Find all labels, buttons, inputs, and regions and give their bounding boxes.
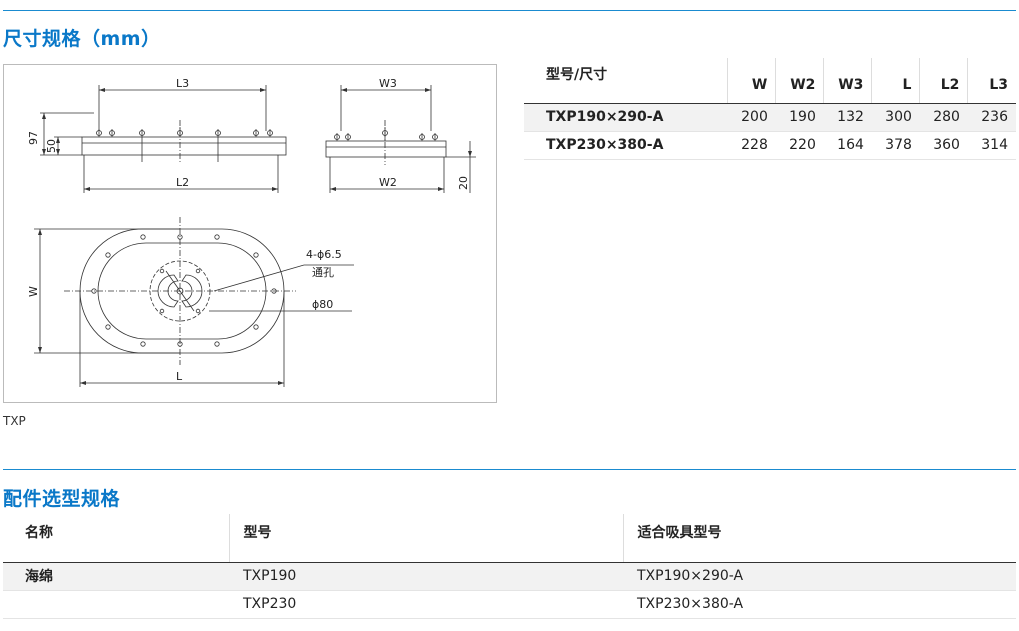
side-view-body — [325, 140, 447, 158]
spec-cell: 164 — [823, 131, 872, 160]
table-row: 海绵 TXP190 TXP190×290-A — [3, 562, 1016, 591]
spec-cell: 314 — [967, 131, 1016, 160]
acc-cell-name — [3, 590, 229, 619]
acc-cell-fit: TXP190×290-A — [623, 562, 1016, 591]
spec-header-model: 型号/尺寸 — [524, 58, 728, 104]
spec-header-L2: L2 — [919, 58, 968, 104]
spec-cell: 280 — [919, 103, 968, 132]
table-row: TXP230×380-A 228 220 164 378 360 314 — [524, 131, 1016, 160]
label-W3: W3 — [379, 77, 397, 90]
spec-cell: 132 — [823, 103, 872, 132]
label-20: 20 — [457, 176, 470, 190]
spec-header-W2: W2 — [775, 58, 824, 104]
spec-cell: 190 — [775, 103, 824, 132]
acc-cell-name: 海绵 — [3, 562, 229, 591]
acc-header-fit: 适合吸具型号 — [622, 514, 1016, 563]
accessory-table: 名称 型号 适合吸具型号 海绵 TXP190 TXP190×290-A TXP2… — [3, 514, 1016, 619]
spec-cell-model: TXP190×290-A — [524, 103, 728, 132]
acc-cell-model: TXP190 — [229, 562, 623, 591]
size-spec-title: 尺寸规格（mm） — [3, 28, 161, 50]
acc-cell-model: TXP230 — [229, 590, 623, 619]
acc-cell-fit: TXP230×380-A — [623, 590, 1016, 619]
spec-cell: 300 — [871, 103, 920, 132]
acc-header-name: 名称 — [3, 514, 229, 563]
label-hole: 4-ϕ6.5 — [306, 248, 342, 261]
spec-cell: 378 — [871, 131, 920, 160]
spec-cell-model: TXP230×380-A — [524, 131, 728, 160]
spec-header-L: L — [871, 58, 920, 104]
spec-cell: 200 — [727, 103, 776, 132]
spec-cell: 236 — [967, 103, 1016, 132]
accessory-header-row: 名称 型号 适合吸具型号 — [3, 514, 1016, 563]
table-row: TXP230 TXP230×380-A — [3, 590, 1016, 619]
accessory-divider — [3, 469, 1016, 470]
top-divider — [3, 10, 1016, 11]
label-L3: L3 — [176, 77, 189, 90]
acc-header-model: 型号 — [228, 514, 623, 563]
label-L2: L2 — [176, 176, 189, 189]
label-hole-note: 通孔 — [312, 266, 334, 279]
spec-cell: 220 — [775, 131, 824, 160]
spec-header-L3: L3 — [967, 58, 1016, 104]
label-50: 50 — [45, 139, 58, 153]
table-row: TXP190×290-A 200 190 132 300 280 236 — [524, 103, 1016, 132]
label-W: W — [27, 286, 40, 297]
spec-cell: 228 — [727, 131, 776, 160]
spec-header-row: 型号/尺寸 W W2 W3 L L2 L3 — [524, 58, 1016, 104]
label-L: L — [176, 370, 183, 383]
drawing-svg: L3 L2 W3 W2 97 50 20 W L 4-ϕ6.5 通孔 ϕ80 — [27, 77, 476, 387]
label-dia: ϕ80 — [312, 298, 333, 311]
spec-header-W3: W3 — [823, 58, 872, 104]
accessory-spec-title: 配件选型规格 — [3, 488, 121, 510]
front-view-body — [81, 136, 287, 156]
label-W2: W2 — [379, 176, 397, 189]
spec-header-W: W — [727, 58, 776, 104]
spec-cell: 360 — [919, 131, 968, 160]
spec-table: 型号/尺寸 W W2 W3 L L2 L3 TXP190×290-A 200 1… — [524, 58, 1016, 160]
technical-drawing: L3 L2 W3 W2 97 50 20 W L 4-ϕ6.5 通孔 ϕ80 — [3, 64, 497, 403]
drawing-caption: TXP — [3, 414, 26, 428]
label-97: 97 — [27, 131, 40, 145]
